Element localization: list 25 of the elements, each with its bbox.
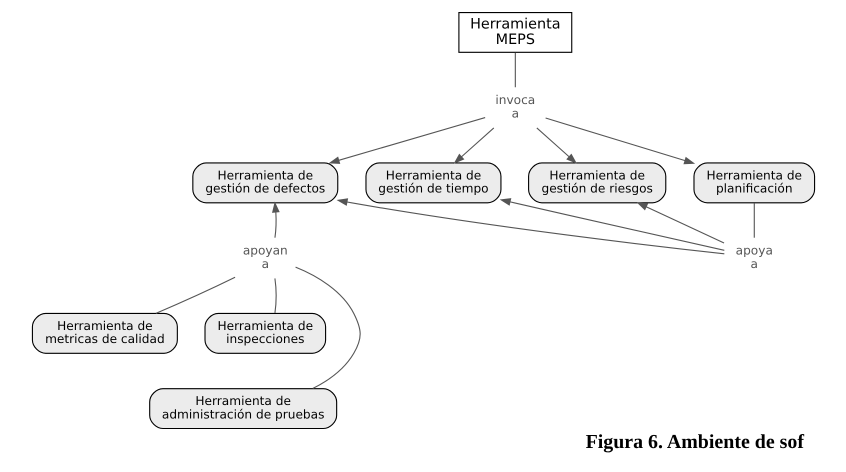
- node-box: Herramienta de planificación: [692, 162, 815, 204]
- arrow: [499, 198, 724, 251]
- node-box: Herramienta de metricas de calidad: [31, 312, 178, 354]
- node-text: apoya a: [735, 244, 772, 271]
- arrow: [544, 118, 695, 164]
- node-text: apoyan a: [242, 244, 288, 271]
- node-box: Herramienta MEPS: [458, 12, 572, 53]
- arrow: [336, 198, 724, 254]
- node-text: invoca a: [494, 93, 535, 120]
- node-box: Herramienta de gestión de riesgos: [528, 162, 666, 204]
- caption: Figura 6. Ambiente de sof: [585, 430, 804, 453]
- node-box: Herramienta de gestión de defectos: [192, 162, 338, 204]
- node-box: Herramienta de gestión de tiempo: [364, 162, 501, 204]
- arrow: [272, 202, 280, 238]
- arrow: [636, 202, 724, 244]
- arrow: [453, 128, 494, 164]
- connector: [274, 278, 276, 314]
- connector: [753, 203, 754, 238]
- node-box: Herramienta de inspecciones: [204, 312, 326, 354]
- connector: [294, 266, 360, 390]
- node-box: Herramienta de administración de pruebas: [148, 388, 337, 430]
- connector: [514, 52, 516, 88]
- connector: [155, 276, 235, 314]
- arrow: [536, 128, 577, 164]
- arrow: [328, 117, 485, 164]
